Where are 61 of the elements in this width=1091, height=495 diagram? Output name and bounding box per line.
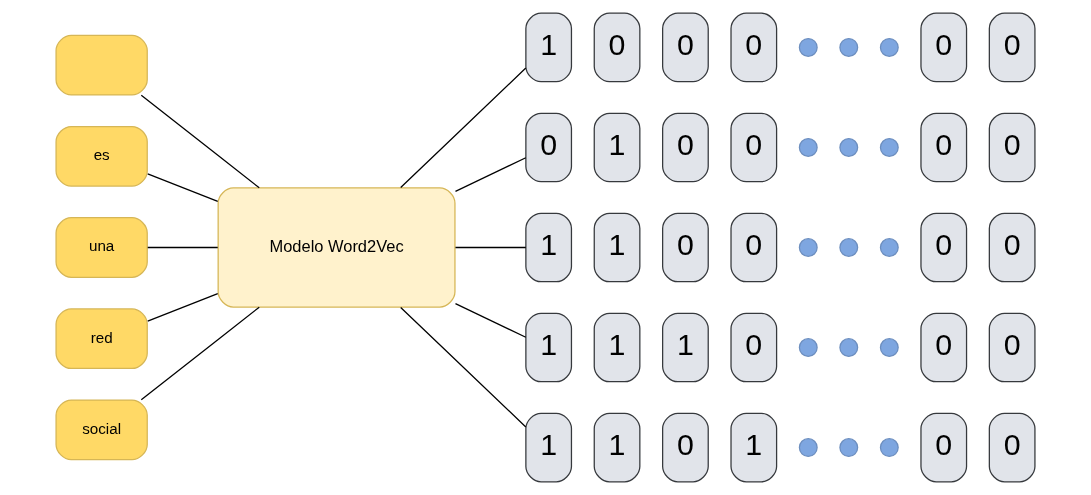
- connector: [454, 246, 527, 249]
- node-box: 0: [920, 112, 968, 183]
- connector: [400, 67, 527, 189]
- node-box: 1: [593, 312, 641, 383]
- node-circle: [798, 438, 818, 458]
- node-box: una: [55, 217, 148, 278]
- node-box: es: [55, 125, 148, 187]
- connector: [400, 306, 527, 428]
- node-box: 0: [920, 312, 968, 383]
- node-box: 0: [730, 312, 778, 383]
- node-circle: [879, 338, 899, 358]
- node-circle: [879, 238, 899, 257]
- node-circle: [879, 37, 899, 57]
- connector: [140, 94, 260, 189]
- node-box: 1: [525, 412, 573, 483]
- node-box: 0: [662, 212, 709, 283]
- node-box: 0: [988, 212, 1036, 283]
- node-circle: [798, 137, 818, 157]
- node-circle: [798, 338, 818, 358]
- node-box: 1: [730, 412, 778, 483]
- node-box: [55, 34, 148, 96]
- node-circle: [839, 137, 859, 157]
- node-box: 0: [920, 12, 968, 83]
- connector: [140, 306, 260, 401]
- connector: [147, 173, 219, 202]
- node-box: 0: [662, 412, 709, 483]
- connector: [147, 246, 219, 249]
- node-box: 1: [593, 412, 641, 483]
- node-box: 0: [730, 112, 778, 183]
- node-box: red: [55, 308, 148, 370]
- node-box: 0: [988, 312, 1036, 383]
- node-box: 0: [662, 112, 709, 183]
- node-box: Modelo Word2Vec: [217, 187, 456, 308]
- node-circle: [879, 438, 899, 458]
- node-box: 0: [920, 212, 968, 283]
- node-box: 0: [662, 12, 709, 83]
- node-box: social: [55, 399, 148, 461]
- node-box: 0: [988, 12, 1036, 83]
- node-box: 0: [730, 212, 778, 283]
- connector: [454, 157, 527, 192]
- node-circle: [839, 37, 859, 57]
- node-circle: [839, 438, 859, 458]
- node-circle: [839, 338, 859, 358]
- node-circle: [839, 238, 859, 257]
- node-box: 0: [988, 412, 1036, 483]
- node-box: 1: [662, 312, 709, 383]
- node-box: 0: [988, 112, 1036, 183]
- node-box: 0: [593, 12, 641, 83]
- connector: [454, 303, 527, 338]
- node-box: 1: [593, 212, 641, 283]
- node-box: 1: [525, 212, 573, 283]
- node-box: 0: [920, 412, 968, 483]
- node-circle: [798, 238, 818, 257]
- connector: [147, 293, 219, 322]
- node-box: 0: [525, 112, 573, 183]
- node-circle: [879, 137, 899, 157]
- node-box: 1: [525, 12, 573, 83]
- node-box: 1: [593, 112, 641, 183]
- node-circle: [798, 37, 818, 57]
- node-box: 0: [730, 12, 778, 83]
- node-box: 1: [525, 312, 573, 383]
